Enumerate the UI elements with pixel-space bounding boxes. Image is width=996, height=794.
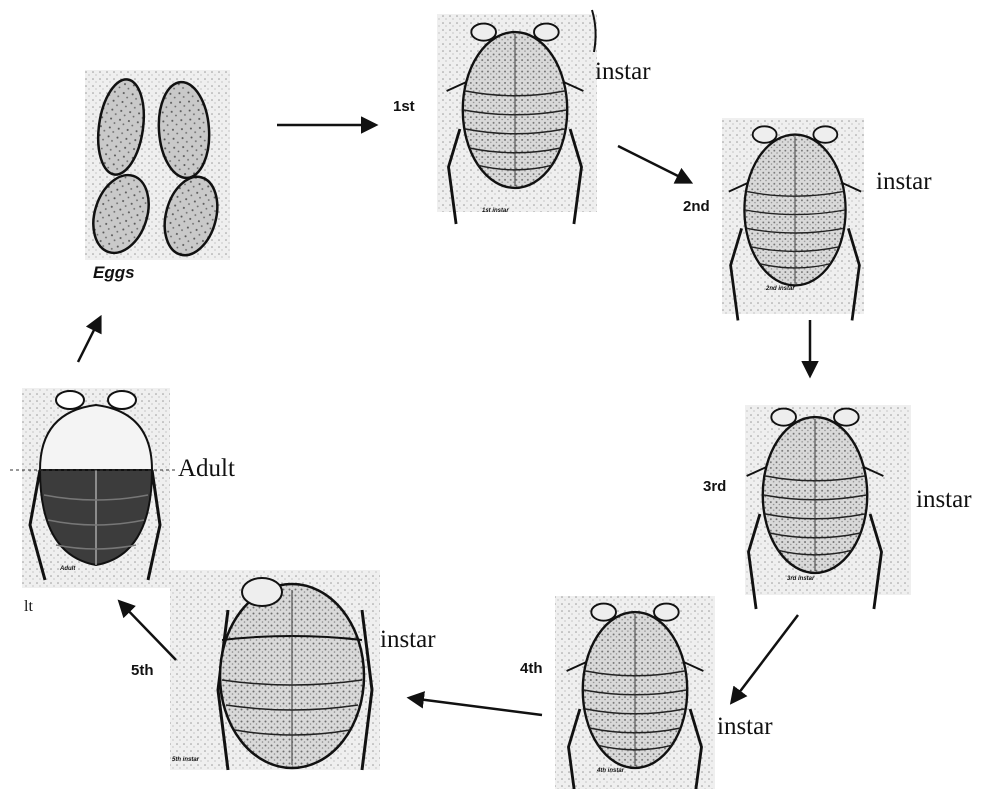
label-third: 3rd — [703, 478, 726, 495]
label-first: 1st — [393, 98, 415, 115]
caption-third-instar: 3rd instar — [787, 576, 814, 582]
caption-second-instar: 2nd instar — [766, 286, 795, 292]
label-first-instar: instar — [595, 58, 651, 86]
label-fifth-instar: instar — [380, 626, 436, 654]
label-adult: Adult — [178, 455, 235, 483]
caption-adult: Adult — [60, 566, 75, 572]
arrow-adult-to-eggs — [78, 318, 100, 362]
third-instar-illustration — [745, 405, 911, 609]
caption-first-instar: 1st instar — [482, 208, 509, 214]
caption-fourth-instar: 4th instar — [597, 768, 624, 774]
label-fourth-instar: instar — [717, 713, 773, 741]
arrow-1st-to-2nd — [618, 146, 690, 182]
label-fourth: 4th — [520, 660, 543, 677]
caption-fifth-instar: 5th instar — [172, 757, 199, 763]
label-third-instar: instar — [916, 486, 972, 514]
arrow-5th-to-adult — [120, 602, 176, 660]
label-fifth: 5th — [131, 662, 154, 679]
label-second: 2nd — [683, 198, 710, 215]
adult-illustration — [10, 388, 175, 588]
fifth-instar-illustration — [170, 570, 380, 770]
label-fragment: lt — [24, 598, 33, 616]
arrow-3rd-to-4th — [732, 615, 798, 702]
arrow-4th-to-5th — [410, 698, 542, 715]
fourth-instar-illustration — [555, 596, 715, 789]
first-instar-illustration — [437, 10, 597, 224]
label-eggs: Eggs — [93, 263, 135, 283]
label-second-instar: instar — [876, 168, 932, 196]
eggs-illustration — [84, 70, 230, 261]
